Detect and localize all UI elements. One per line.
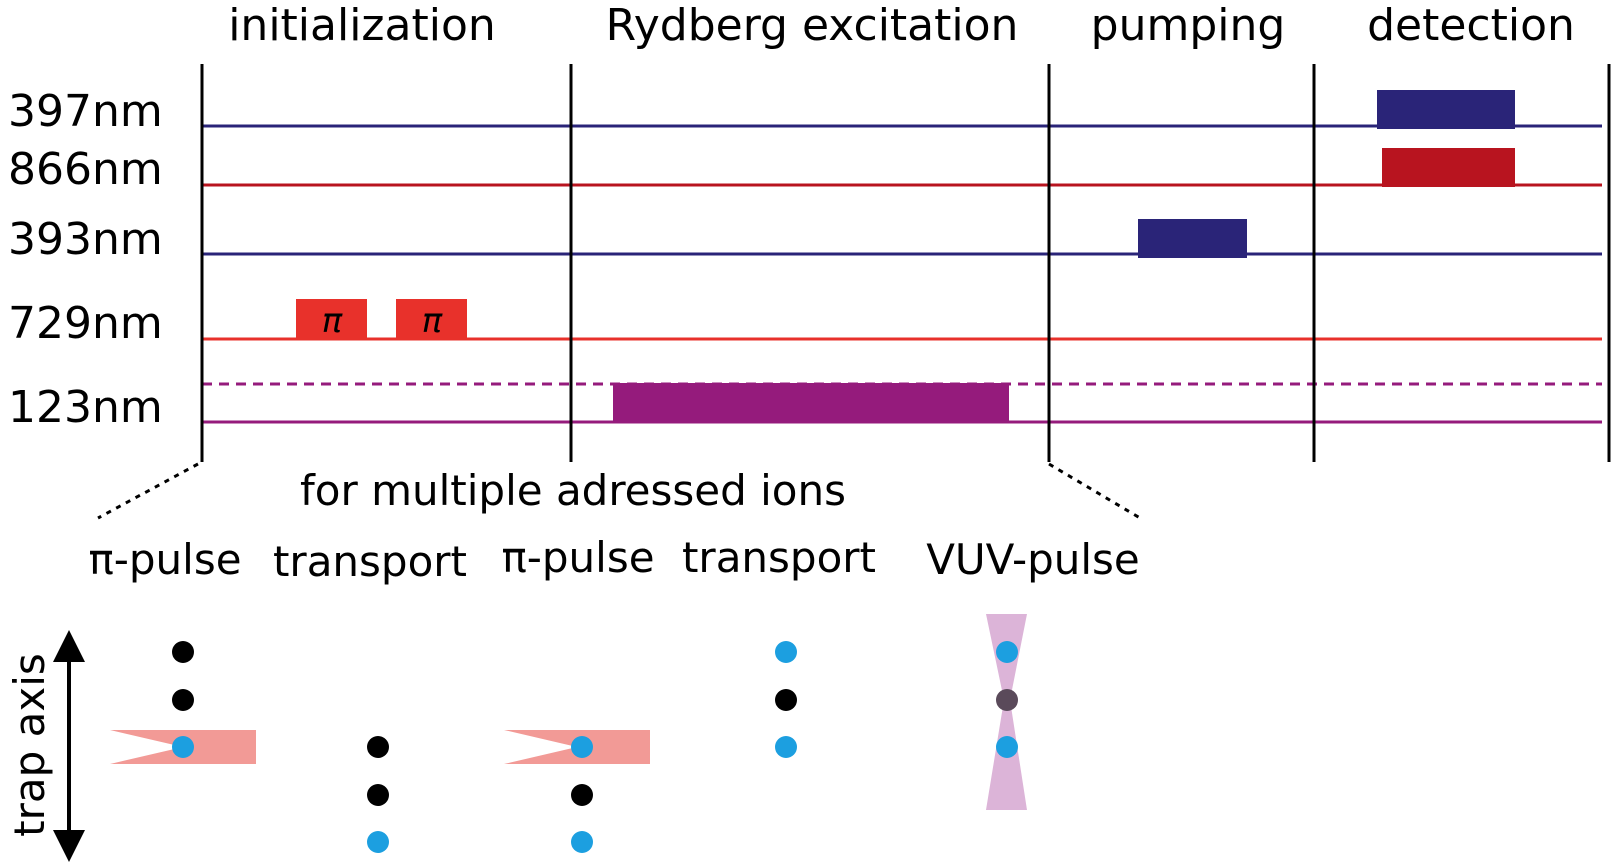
pulse-123-rydberg — [613, 383, 1009, 422]
phase-detection: detection — [1367, 0, 1575, 51]
wavelength-label-866: 866nm — [8, 144, 163, 195]
phase-initialization: initialization — [228, 0, 496, 51]
ion-blue — [996, 641, 1018, 663]
ion-black — [367, 784, 389, 806]
pulse-729-pi-1 — [296, 299, 367, 339]
pulse-729-pi-2-label: π — [422, 301, 443, 341]
pulse-397-detection — [1377, 90, 1515, 129]
phase-rydberg-excitation: Rydberg excitation — [606, 0, 1019, 51]
step-label-2: transport — [273, 537, 467, 586]
trap-axis-label: trap axis — [5, 653, 54, 837]
step-label-5: VUV-pulse — [926, 535, 1140, 584]
trap-axis-arrowhead-up — [53, 630, 85, 662]
step-label-1: π-pulse — [88, 535, 241, 584]
pulse-866-detection — [1382, 148, 1515, 187]
caption: for multiple adressed ions — [300, 466, 846, 515]
ion-blue — [775, 641, 797, 663]
ion-blue — [571, 831, 593, 853]
wavelength-label-397: 397nm — [8, 86, 163, 137]
pulse-393-pumping — [1138, 219, 1247, 258]
phase-pumping: pumping — [1091, 0, 1286, 51]
ion-black — [172, 689, 194, 711]
laser-beam-vuv — [986, 614, 1027, 810]
pulse-729-pi-2 — [396, 299, 467, 339]
ion-blue — [367, 831, 389, 853]
ion-blue — [571, 736, 593, 758]
ion-blue — [996, 736, 1018, 758]
wavelength-label-729: 729nm — [8, 298, 163, 349]
trap-axis-arrowhead-down — [53, 830, 85, 862]
zoom-line-right — [1048, 462, 1141, 520]
step-label-3: π-pulse — [501, 533, 654, 582]
ion-black — [571, 784, 593, 806]
zoom-line-left — [97, 462, 199, 520]
ion-blue — [775, 736, 797, 758]
ion-black — [367, 736, 389, 758]
wavelength-label-393: 393nm — [8, 214, 163, 265]
wavelength-label-123: 123nm — [8, 382, 163, 433]
ion-black — [172, 641, 194, 663]
ion-black — [775, 689, 797, 711]
pulse-729-pi-1-label: π — [322, 301, 343, 341]
ion-excited — [996, 689, 1018, 711]
ion-blue — [172, 736, 194, 758]
step-label-4: transport — [682, 533, 876, 582]
